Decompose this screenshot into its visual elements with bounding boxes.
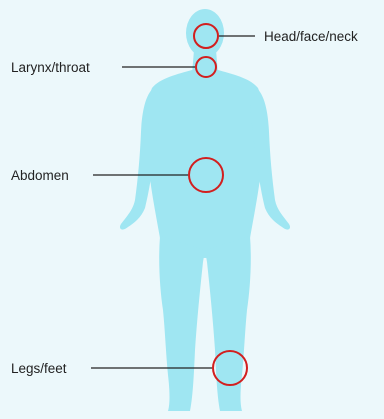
left-arm-shape (120, 86, 160, 230)
torso-shape (147, 70, 263, 258)
callout-legs: Legs/feet (11, 351, 247, 385)
body-silhouette (120, 9, 290, 411)
head-label: Head/face/neck (264, 29, 358, 44)
legs-label: Legs/feet (11, 361, 67, 376)
right-arm-shape (250, 86, 290, 230)
throat-label: Larynx/throat (11, 60, 90, 75)
left-leg-shape (159, 236, 205, 411)
abdomen-label: Abdomen (11, 168, 69, 183)
